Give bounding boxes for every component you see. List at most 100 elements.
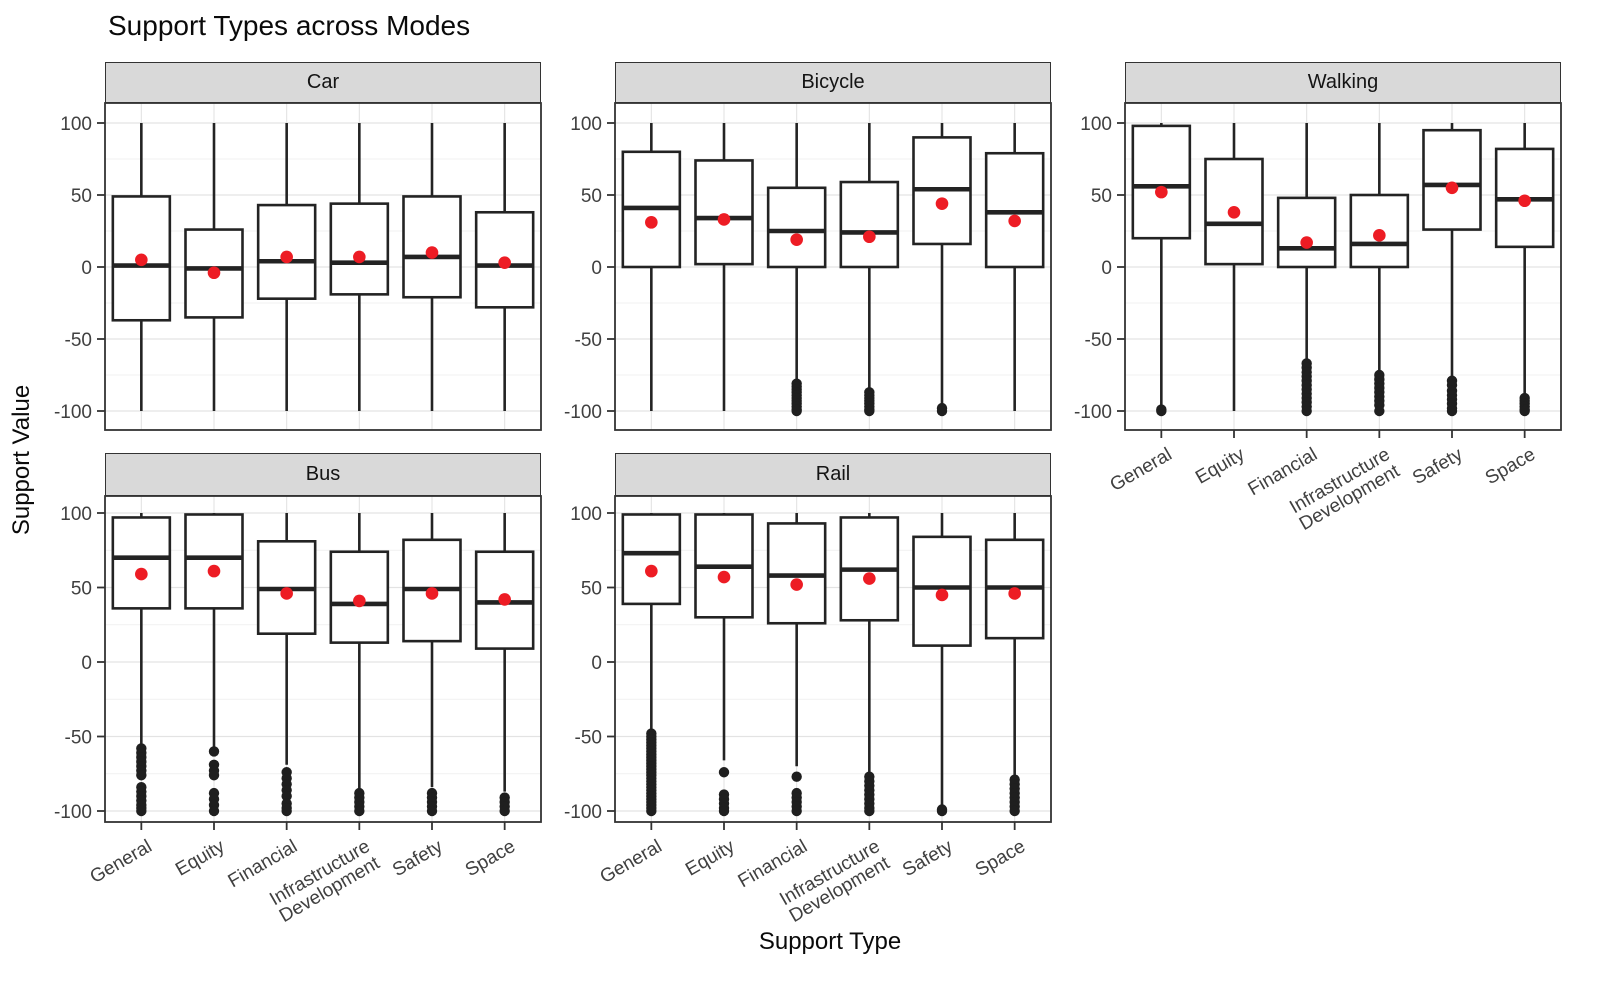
boxplot-bus-infrastructure — [329, 513, 390, 817]
boxplot-bus-general — [111, 513, 172, 817]
mean-point — [207, 266, 221, 280]
boxplot-bus-space — [474, 513, 535, 817]
mean-point — [935, 197, 949, 210]
boxplot-car-financial — [256, 123, 317, 411]
facet-strip: Walking — [1125, 62, 1561, 103]
mean-point — [425, 246, 439, 259]
y-tick-label: 100 — [570, 504, 602, 525]
chart-title: Support Types across Modes — [108, 10, 471, 41]
boxplot-rail-equity — [694, 513, 754, 817]
x-tick-label: Equity — [172, 836, 229, 881]
outlier-point — [1009, 805, 1020, 817]
y-tick-label: -100 — [54, 802, 92, 823]
y-tick-label: -100 — [54, 402, 92, 423]
y-tick-label: 100 — [570, 114, 602, 135]
y-tick-label: 0 — [81, 653, 92, 674]
boxplot-rail-general — [621, 513, 682, 817]
boxplot-bicycle-infrastructure — [839, 123, 900, 417]
iqr-box — [839, 180, 900, 269]
mean-point — [1008, 587, 1021, 600]
outlier-point — [718, 767, 730, 778]
x-tick-label: Safety — [899, 836, 957, 881]
iqr-box — [766, 186, 827, 269]
outlier-point — [208, 746, 220, 757]
boxplot-bicycle-safety — [912, 123, 972, 417]
mean-point — [498, 593, 511, 606]
panel-border — [614, 495, 1052, 823]
outlier-point — [208, 770, 220, 781]
mean-point — [425, 587, 439, 600]
mean-point — [1155, 185, 1168, 199]
facet-strip: Bicycle — [615, 62, 1051, 103]
mean-point — [498, 256, 511, 269]
mean-point — [1373, 229, 1386, 242]
facet-strip: Bus — [105, 453, 541, 496]
boxplot-walking-general — [1131, 123, 1192, 417]
y-tick-label: -50 — [575, 727, 602, 748]
outlier-point — [718, 805, 730, 817]
boxplot-bicycle-space — [984, 123, 1045, 411]
x-tick-label: Equity — [682, 836, 739, 881]
mean-point — [353, 594, 366, 608]
y-tick-label: 50 — [581, 578, 602, 599]
boxplot-car-equity — [184, 123, 244, 411]
outlier-point — [864, 405, 875, 417]
mean-point — [790, 578, 803, 591]
boxplot-bicycle-financial — [766, 123, 827, 417]
y-tick-label: -100 — [564, 402, 602, 423]
y-tick-label: -50 — [575, 330, 602, 351]
iqr-box — [1276, 196, 1337, 269]
x-axis-title: Support Type — [758, 928, 902, 955]
outlier-point — [136, 805, 147, 817]
x-tick-label: Space — [462, 836, 519, 881]
mean-point — [1300, 236, 1313, 249]
mean-point — [280, 250, 293, 264]
mean-point — [1445, 181, 1459, 195]
iqr-box — [1204, 157, 1264, 266]
boxplot-bus-safety — [402, 513, 462, 817]
y-tick-label: -100 — [564, 802, 602, 823]
y-tick-label: 0 — [591, 653, 602, 674]
outlier-point — [1374, 405, 1385, 417]
mean-point — [790, 233, 803, 246]
mean-point — [863, 572, 876, 585]
mean-point — [353, 250, 366, 264]
outlier-point — [864, 805, 875, 817]
boxplot-car-space — [474, 123, 535, 411]
iqr-box — [1349, 193, 1410, 269]
boxplot-walking-infrastructure — [1349, 123, 1410, 417]
outlier-point — [791, 771, 802, 782]
outlier-point — [281, 805, 292, 817]
boxplot-bicycle-equity — [694, 123, 754, 411]
outlier-point — [499, 805, 510, 817]
y-tick-label: 0 — [1101, 258, 1112, 279]
boxplot-rail-safety — [912, 513, 972, 817]
facet-strip: Rail — [615, 453, 1051, 496]
outlier-point — [426, 805, 438, 817]
boxplot-car-general — [111, 123, 172, 411]
facet-title: Car — [306, 71, 340, 93]
outlier-point — [936, 805, 948, 817]
outlier-point — [1156, 405, 1167, 417]
outlier-point — [1519, 405, 1530, 417]
facet-strip: Car — [105, 62, 541, 103]
x-tick-label: Space — [1482, 444, 1539, 489]
outlier-point — [354, 805, 365, 817]
x-tick-label: General — [597, 836, 666, 888]
y-tick-label: -50 — [65, 727, 92, 748]
outlier-point — [791, 405, 802, 417]
x-tick-label: Space — [972, 836, 1029, 881]
boxplot-car-infrastructure — [329, 123, 390, 411]
mean-point — [135, 253, 148, 267]
y-tick-label: 0 — [591, 258, 602, 279]
mean-point — [1227, 205, 1241, 219]
mean-point — [935, 588, 949, 602]
